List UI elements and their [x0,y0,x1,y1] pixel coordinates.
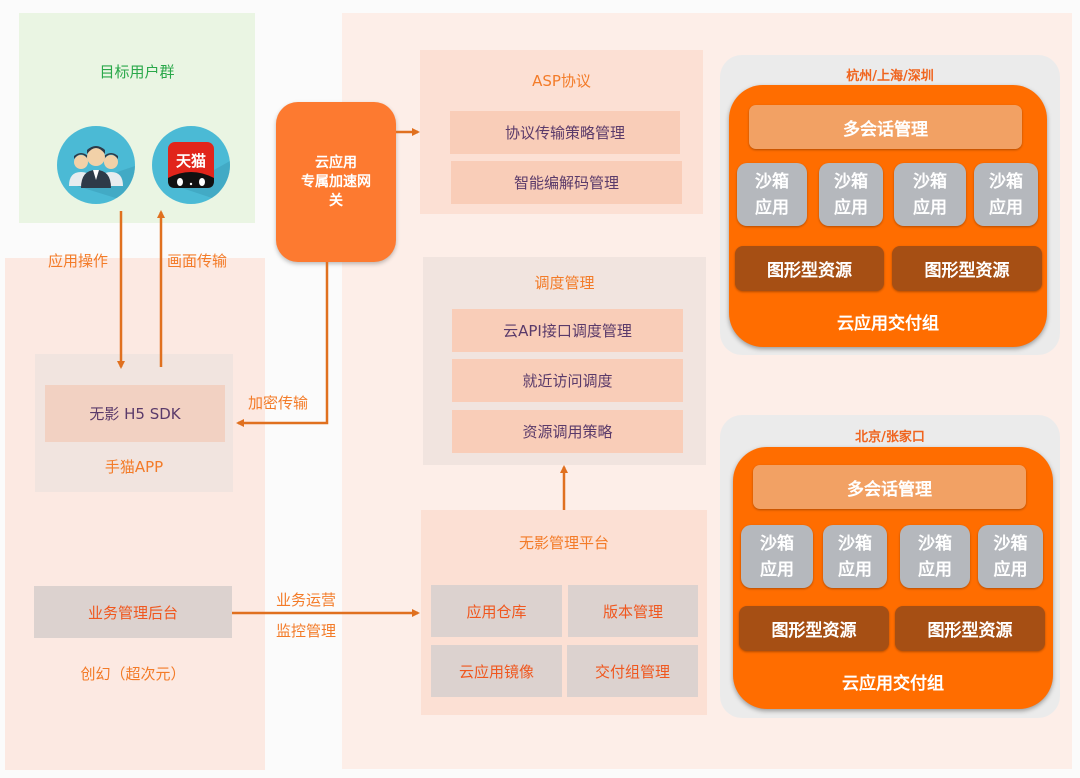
scheduling-title: 调度管理 [534,274,595,292]
gateway-line-2: 专属加速网 [301,173,371,190]
business-backend-box: 业务管理后台 [34,586,232,638]
platform-cell: 版本管理 [568,585,698,637]
app-operation-label: 应用操作 [48,252,109,270]
client-side-panel [5,258,265,770]
business-backend-caption: 创幻（超次元） [80,665,186,683]
gateway-line-3: 关 [329,192,343,209]
region-beijing-zhangjiakou: 北京/张家口 多会话管理 沙箱应用 沙箱应用 沙箱应用 沙箱应用 图形型资源 图… [720,415,1060,718]
management-platform-section: 无影管理平台 应用仓库 版本管理 云应用镜像 交付组管理 [421,510,707,715]
mobile-app-label: 手猫APP [104,458,164,476]
scheduling-item: 云API接口调度管理 [452,309,683,352]
platform-title: 无影管理平台 [518,534,609,552]
monitoring-label: 监控管理 [276,622,337,640]
platform-cell: 云应用镜像 [431,645,562,697]
gpu-resource-box: 图形型资源 [735,246,884,291]
gateway-line-1: 云应用 [315,154,357,171]
target-users-title: 目标用户群 [99,63,175,81]
delivery-group: 多会话管理 沙箱应用 沙箱应用 沙箱应用 沙箱应用 图形型资源 图形型资源 云应… [729,85,1047,347]
gpu-resource-box: 图形型资源 [892,246,1042,291]
sandbox-app-box: 沙箱应用 [737,163,807,226]
region-label: 杭州/上海/深圳 [846,69,934,84]
sandbox-app-box: 沙箱应用 [978,525,1043,588]
acceleration-gateway-box: 云应用 专属加速网 关 [276,102,396,262]
region-label: 北京/张家口 [855,430,925,445]
asp-title: ASP协议 [532,72,591,90]
region-hangzhou-shanghai-shenzhen: 杭州/上海/深圳 多会话管理 沙箱应用 沙箱应用 沙箱应用 沙箱应用 图形型资源… [720,55,1060,355]
delivery-group-label: 云应用交付组 [837,314,939,334]
sandbox-app-box: 沙箱应用 [819,163,883,226]
sandbox-app-box: 沙箱应用 [823,525,887,588]
asp-item: 协议传输策略管理 [450,111,680,154]
h5-sdk-box: 无影 H5 SDK [45,385,225,442]
platform-cell: 交付组管理 [567,645,698,697]
sandbox-app-box: 沙箱应用 [900,525,970,588]
target-users-panel: 目标用户群 天猫 [19,13,255,223]
sandbox-app-box: 沙箱应用 [894,163,966,226]
delivery-group: 多会话管理 沙箱应用 沙箱应用 沙箱应用 沙箱应用 图形型资源 图形型资源 云应… [733,447,1053,709]
screen-transfer-label: 画面传输 [167,252,228,270]
scheduling-item: 资源调用策略 [452,410,683,453]
encrypted-transfer-label: 加密传输 [248,394,309,412]
scheduling-item: 就近访问调度 [452,359,683,402]
platform-cell: 应用仓库 [431,585,562,637]
multi-session-box: 多会话管理 [749,105,1022,149]
people-group-icon [57,126,135,204]
delivery-group-label: 云应用交付组 [842,674,944,694]
asp-protocol-section: ASP协议 协议传输策略管理 智能编解码管理 [420,50,703,214]
multi-session-box: 多会话管理 [753,465,1026,509]
asp-item: 智能编解码管理 [451,161,682,204]
sandbox-app-box: 沙箱应用 [974,163,1038,226]
gpu-resource-box: 图形型资源 [895,606,1045,651]
tmall-app-icon: 天猫 [152,126,230,204]
tmall-badge-text: 天猫 [176,152,206,170]
gpu-resource-box: 图形型资源 [739,606,889,651]
biz-ops-label: 业务运营 [276,591,337,609]
sandbox-app-box: 沙箱应用 [741,525,813,588]
scheduling-section: 调度管理 云API接口调度管理 就近访问调度 资源调用策略 [423,257,706,465]
